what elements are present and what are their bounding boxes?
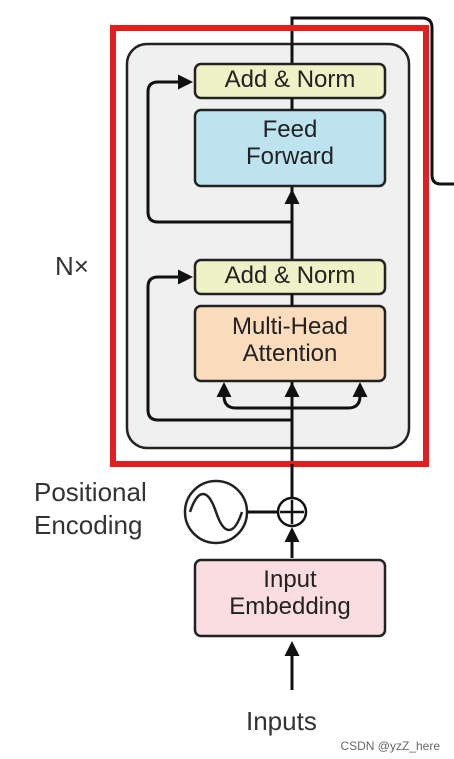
- add-norm-top-label: Add & Norm: [224, 66, 356, 93]
- attention-split-left: [216, 382, 292, 410]
- positional-encoding-label: Positional Encoding: [34, 476, 147, 541]
- input-embedding-block: [193, 558, 387, 638]
- attention-split-right: [292, 382, 368, 410]
- embedding-line2: Embedding: [229, 592, 351, 620]
- add-norm-bottom-label: Add & Norm: [224, 262, 356, 289]
- highlight-box: [110, 25, 429, 467]
- attention-residual-connection: [146, 269, 292, 422]
- repeat-count-label: N×: [55, 251, 89, 281]
- multi-head-attention-label: Multi-Head Attention: [195, 313, 385, 368]
- embedding-line1: Input: [263, 566, 317, 593]
- input-embedding-label: Input Embedding: [195, 566, 385, 621]
- inputs-label: Inputs: [246, 706, 317, 736]
- encoder-layer-container: [125, 42, 411, 450]
- add-norm-bottom-block: [193, 258, 387, 296]
- add-norm-top-block: [193, 62, 387, 100]
- watermark: CSDN @yzZ_here: [340, 739, 440, 753]
- ff-residual-connection: [146, 74, 292, 224]
- positional-line2: Encoding: [34, 509, 143, 540]
- feed-forward-line2: Forward: [245, 142, 335, 170]
- positional-line1: Positional: [34, 477, 147, 507]
- attention-line2: Attention: [242, 339, 338, 367]
- feed-forward-block: [193, 108, 387, 188]
- attention-line1: Multi-Head: [231, 313, 349, 340]
- output-connector-line: [290, 16, 454, 186]
- feed-forward-line1: Feed: [262, 116, 318, 143]
- multi-head-attention-block: [193, 304, 387, 383]
- feed-forward-label: Feed Forward: [195, 116, 385, 171]
- sine-wave-icon: [188, 492, 244, 532]
